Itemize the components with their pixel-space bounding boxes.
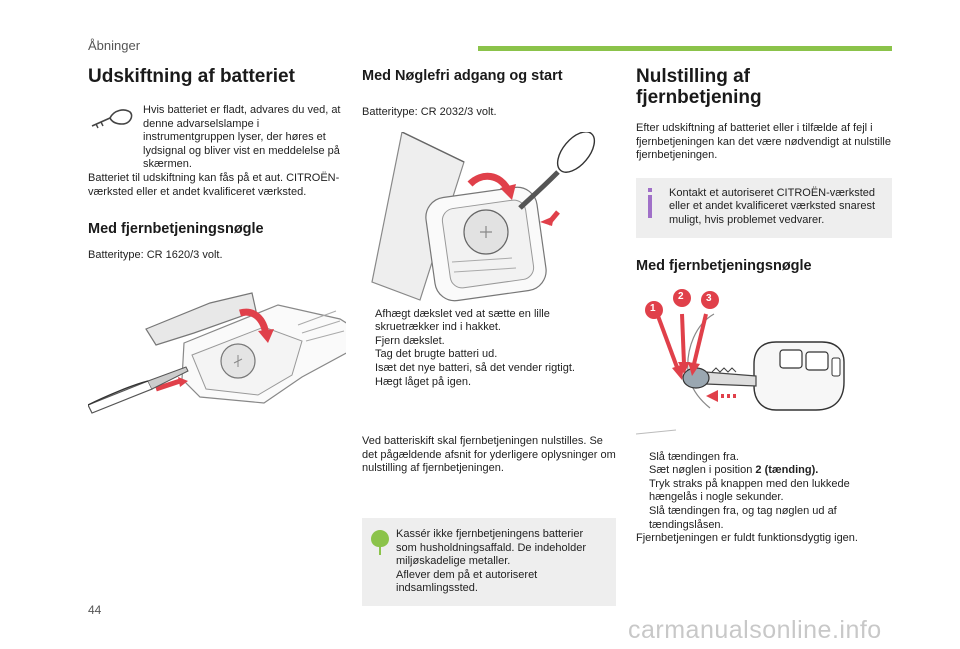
info-icon [648, 187, 652, 218]
keyless-key-battery-illustration [371, 131, 596, 301]
warning-block: Hvis batteriet er fladt, advares du ved,… [88, 104, 346, 172]
environment-note-box: Kassér ikke fjernbetjeningens batterier … [362, 517, 616, 606]
list-item: Slå tændingen fra. [649, 450, 739, 463]
page-number: 44 [88, 603, 102, 617]
reset-note: Ved batteriskift skal fjernbetjeningen n… [362, 435, 616, 475]
reset-steps-list: Slå tændingen fra. Sæt nøglen i position… [636, 451, 892, 533]
list-item: Isæt det nye batteri, så det vender rigt… [375, 361, 575, 374]
section-label: Åbninger [88, 38, 141, 53]
ignition-key-drawing [636, 288, 845, 435]
remote-key-heading: Med fjernbetjeningsnøgle [88, 221, 264, 238]
environment-note-text-2: Aflever dem på et autoriseret indsamling… [396, 568, 538, 595]
remote-battery-type: Batteritype: CR 1620/3 volt. [88, 249, 223, 262]
callout-3: 3 [706, 292, 712, 304]
reset-remote-heading: Med fjernbetjeningsnøgle [636, 257, 812, 274]
info-text: Kontakt et autoriseret CITROËN-værksted … [669, 186, 876, 226]
keyless-heading: Med Nøglefri adgang og start [362, 68, 563, 84]
reset-title-line2: fjernbetjening [636, 87, 762, 108]
callout-1: 1 [650, 302, 656, 314]
remote-key-battery-illustration [88, 292, 346, 414]
reset-final-text: Fjernbetjeningen er fuldt funktionsdygti… [636, 532, 858, 545]
column-keyless-entry: Med Nøglefri adgang og start Batteritype… [362, 62, 616, 606]
callout-2: 2 [678, 290, 684, 302]
ignition-position-label: 2 (tænding). [755, 464, 819, 477]
list-item: Sæt nøglen i position 2 (tænding). [649, 464, 819, 477]
list-item: Slå tændingen fra, og tag nøglen ud af t… [649, 504, 837, 531]
info-box: Kontakt et autoriseret CITROËN-værksted … [636, 177, 892, 238]
keyless-battery-type: Batteritype: CR 2032/3 volt. [362, 106, 497, 118]
environment-tree-icon [371, 529, 389, 555]
section-accent-bar [478, 46, 892, 51]
list-item: Fjern dækslet. [375, 334, 445, 347]
reset-title-line1: Nulstilling af [636, 66, 750, 87]
battery-availability-text: Batteriet til udskiftning kan fås på et … [88, 171, 340, 198]
column-remote-reset: Nulstilling af fjernbetjening Efter udsk… [636, 62, 892, 546]
watermark: carmanualsonline.info [628, 616, 882, 644]
list-item: Tryk straks på knappen med den lukkede h… [649, 477, 850, 504]
column-battery-replacement: Udskiftning af batteriet Hvis batteriet … [88, 62, 346, 445]
ignition-reset-illustration: 1 2 3 [636, 284, 892, 449]
keyless-steps-list: Afhægt dækslet ved at sætte en lille skr… [362, 308, 616, 390]
list-item: Tag det brugte batteri ud. [375, 348, 498, 361]
key-warning-lamp-icon [91, 109, 133, 129]
page-title: Udskiftning af batteriet [88, 66, 295, 87]
environment-note-text: Kassér ikke fjernbetjeningens batterier … [396, 527, 586, 568]
list-item: Hægt låget på igen. [375, 375, 472, 388]
warning-text: Hvis batteriet er fladt, advares du ved,… [143, 104, 341, 171]
reset-intro: Efter udskiftning af batteriet eller i t… [636, 122, 891, 162]
list-item: Afhægt dækslet ved at sætte en lille skr… [375, 307, 550, 334]
